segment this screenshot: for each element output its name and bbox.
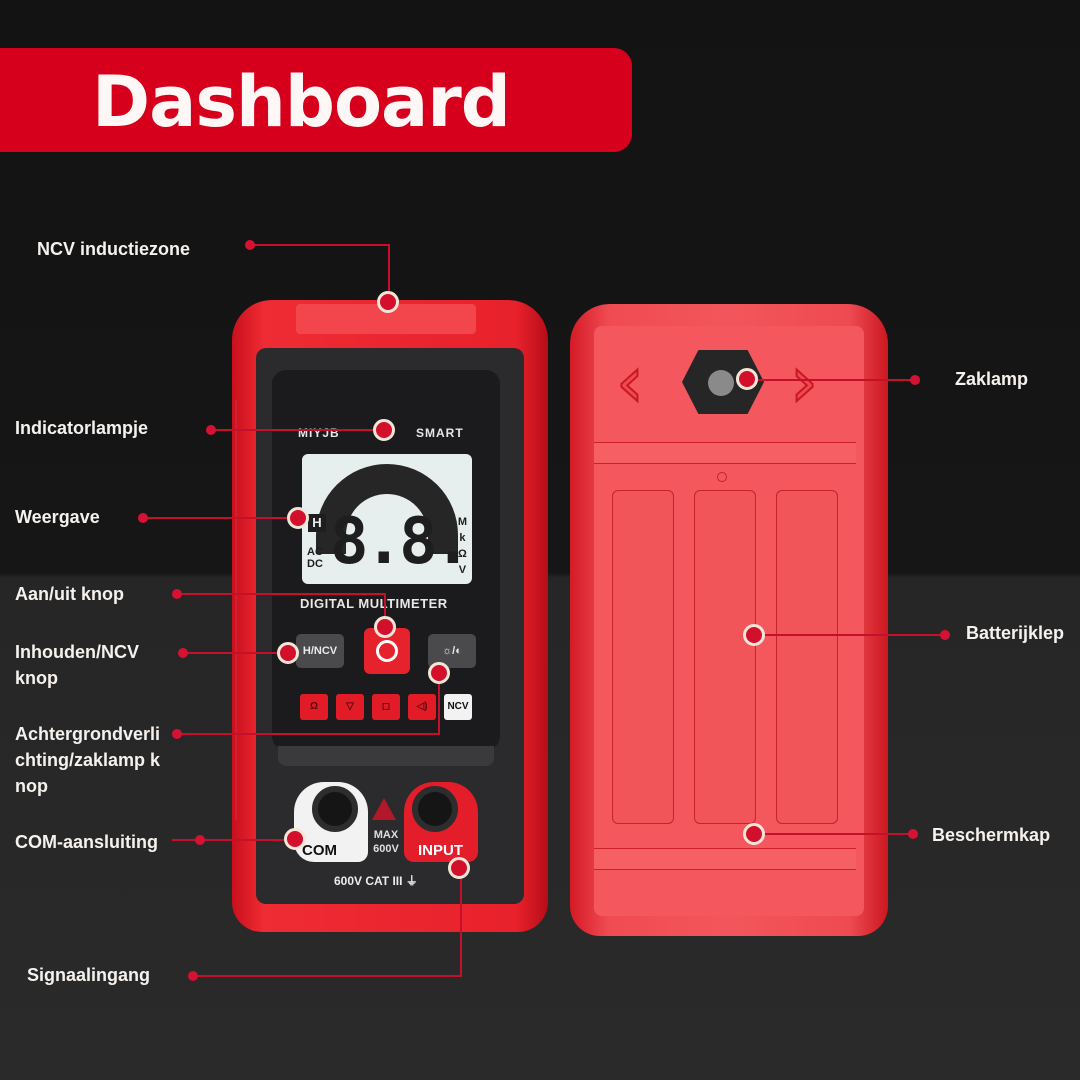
marker-backlight [428, 662, 450, 684]
label-hold-ncv-button: Inhouden/NCV knop [15, 642, 139, 688]
panel-foot [278, 746, 494, 766]
battery-slot-1 [612, 490, 674, 824]
leader-end-flashlight [910, 375, 920, 385]
chevron-left-icon: ‹ [615, 341, 645, 423]
marker-com [284, 828, 306, 850]
marker-cover [743, 823, 765, 845]
label-display: Weergave [15, 507, 100, 527]
label-power-button: Aan/uit knop [15, 584, 124, 604]
category-rating-label: 600V CAT III ⏚ [334, 874, 418, 888]
marker-ncv [377, 291, 399, 313]
max-voltage-label: MAX 600V [373, 829, 399, 855]
marker-flashlight [736, 368, 758, 390]
rear-upper-band [594, 442, 856, 464]
marker-hold [277, 642, 299, 664]
chevron-right-icon: › [789, 341, 819, 423]
leader-line-ncv-v [388, 244, 390, 300]
model-label: DIGITAL MULTIMETER [300, 596, 448, 611]
leader-line-flashlight [746, 379, 914, 381]
lcd-arc-inner [346, 494, 428, 554]
leader-end-backlight [172, 729, 182, 739]
marker-input [448, 857, 470, 879]
battery-slot-3 [776, 490, 838, 824]
function-key-4[interactable]: ◁) [408, 694, 436, 720]
leader-end-battery [940, 630, 950, 640]
label-ncv-zone: NCV inductiezone [37, 239, 191, 259]
marker-power [374, 616, 396, 638]
leader-line-input-v [460, 876, 462, 977]
page-title: Dashboard [92, 61, 511, 143]
leader-line-cover [754, 833, 914, 835]
leader-end-display [138, 513, 148, 523]
shell-edge-line [235, 400, 237, 820]
label-protective-cover: Beschermkap [932, 825, 1051, 845]
lcd-hold-indicator: H [308, 514, 326, 532]
leader-line-battery [754, 634, 944, 636]
flashlight-lens-icon [708, 370, 734, 396]
leader-line-input [192, 975, 462, 977]
lcd-acdc-indicator: AC DC [307, 546, 323, 570]
input-jack[interactable] [412, 786, 458, 832]
marker-battery [743, 624, 765, 646]
lcd-units: M k Ω V [457, 516, 467, 576]
title-banner [0, 48, 632, 152]
hold-ncv-button[interactable]: H/NCV [296, 634, 344, 668]
leader-end-cover [908, 829, 918, 839]
label-backlight-button: Achtergrondverlichting/zaklamp knop [15, 724, 161, 796]
label-indicator-lamp: Indicatorlampje [15, 418, 149, 438]
warning-triangle-icon [372, 798, 396, 820]
label-flashlight: Zaklamp [955, 369, 1029, 389]
label-com-jack: COM-aansluiting [15, 832, 158, 852]
marker-display [287, 507, 309, 529]
lcd-digits: 8.8.8.8 [330, 505, 472, 579]
backlight-flashlight-button[interactable]: ☼/◐ [428, 634, 476, 668]
lcd-screen: H AC DC 8.8.8.8 M k Ω V [302, 454, 472, 584]
input-label: INPUT [418, 842, 463, 859]
leader-line-backlight-v [438, 672, 440, 735]
screw-icon [717, 472, 727, 482]
brand-right: SMART [416, 426, 464, 440]
rear-lower-band [594, 848, 856, 870]
leader-line-backlight [176, 733, 440, 735]
battery-slot-2 [694, 490, 756, 824]
leader-end-hold [178, 648, 188, 658]
leader-end-ncv [245, 240, 255, 250]
leader-line-ncv [250, 244, 390, 246]
leader-end-com [195, 835, 205, 845]
leader-line-hold [182, 652, 286, 654]
leader-line-power-v [384, 593, 386, 623]
leader-end-power [172, 589, 182, 599]
power-icon [376, 640, 398, 662]
label-signal-input: Signaalingang [27, 965, 151, 985]
com-label: COM [302, 842, 337, 859]
function-key-1[interactable]: Ω [300, 694, 328, 720]
marker-indicator [373, 419, 395, 441]
leader-line-com [172, 839, 292, 841]
leader-end-input [188, 971, 198, 981]
leader-end-indicator [206, 425, 216, 435]
leader-line-indicator [210, 429, 382, 431]
function-key-3[interactable]: ◻ [372, 694, 400, 720]
label-battery-cover: Batterijklep [966, 623, 1065, 643]
ncv-key[interactable]: NCV [444, 694, 472, 720]
leader-line-display [142, 517, 296, 519]
function-key-2[interactable]: ▽ [336, 694, 364, 720]
com-jack[interactable] [312, 786, 358, 832]
leader-line-power [176, 593, 386, 595]
